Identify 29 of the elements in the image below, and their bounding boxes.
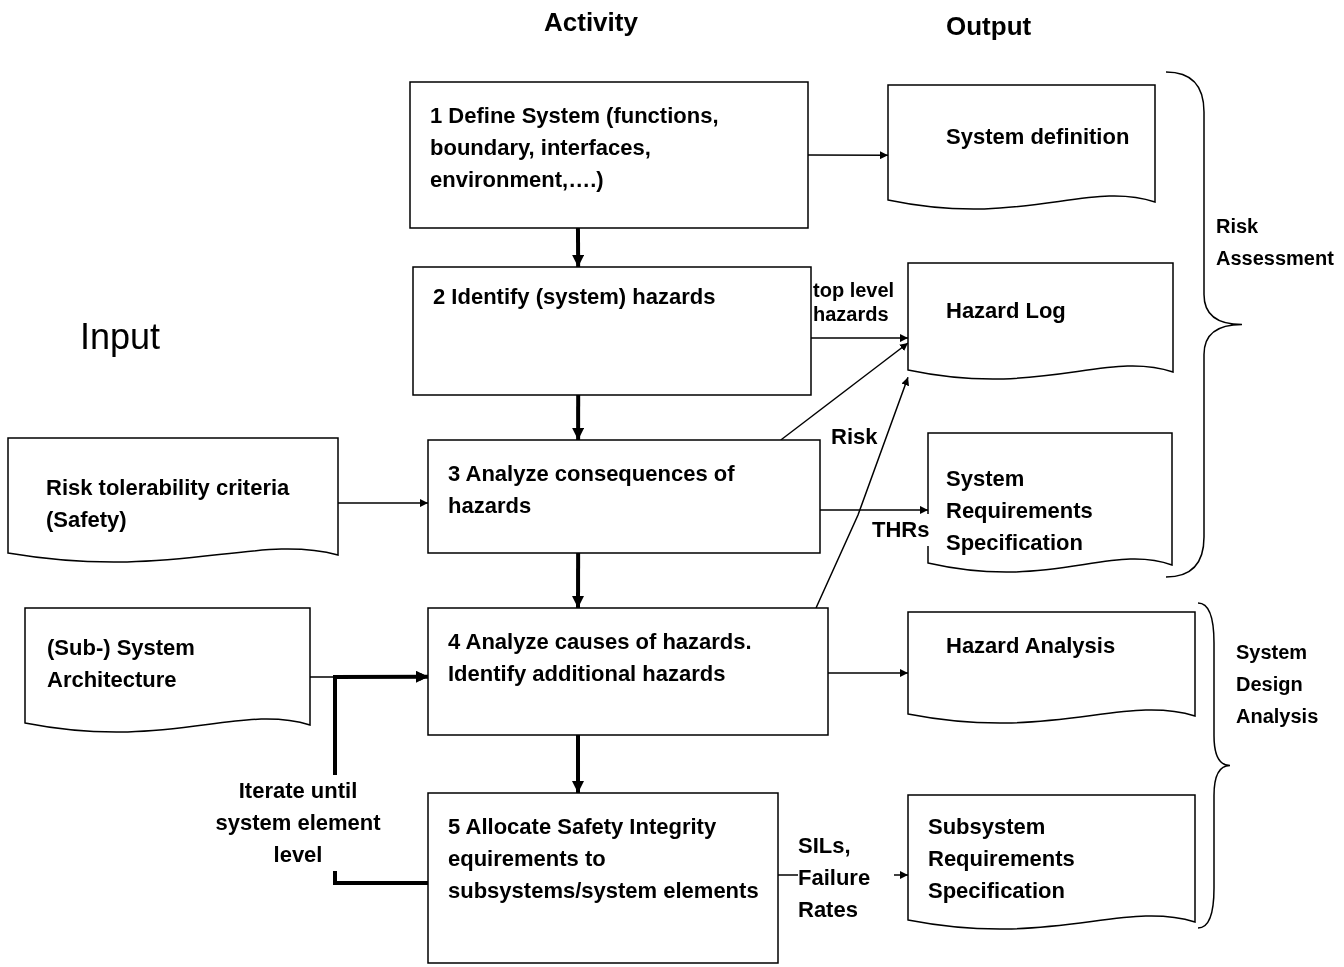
document-label: Subsystem Requirements Specification [927, 813, 1076, 905]
step-label: 2 Identify (system) hazards [432, 283, 717, 311]
bracket-label: Risk Assessment [1216, 214, 1335, 271]
arrow [572, 395, 585, 440]
document-label: (Sub-) System Architecture [46, 634, 196, 694]
document-label: Hazard Log [945, 297, 1067, 325]
process-box [410, 82, 808, 228]
document-label: System definition [945, 123, 1131, 151]
bracket-label: System Design Analysis [1236, 640, 1320, 729]
step-label: 5 Allocate Safety Integrity equirements to subsystems/system elements [447, 813, 760, 905]
arrow [815, 376, 910, 609]
column-heading: Output [946, 10, 1032, 42]
process-box [428, 793, 778, 963]
document-label: Hazard Analysis [945, 632, 1117, 660]
document-label: Risk tolerability criteria (Safety) [45, 474, 291, 534]
edge-label: THRs [872, 514, 930, 546]
arrow [572, 735, 584, 793]
arrow [572, 553, 585, 608]
process-box [428, 608, 828, 735]
arrow [780, 342, 909, 441]
column-heading: Activity [544, 6, 638, 38]
process-box [413, 267, 811, 395]
document-label: System Requirements Specification [945, 465, 1094, 557]
arrow [572, 228, 585, 267]
step-label: 3 Analyze consequences of hazards [447, 460, 736, 520]
step-label: 1 Define System (functions, boundary, interfaces, environment,….) [429, 102, 720, 194]
step-label: 4 Analyze causes of hazards. Identify additional hazards [447, 628, 753, 688]
process-box [428, 440, 820, 553]
column-heading: Input [80, 315, 161, 359]
